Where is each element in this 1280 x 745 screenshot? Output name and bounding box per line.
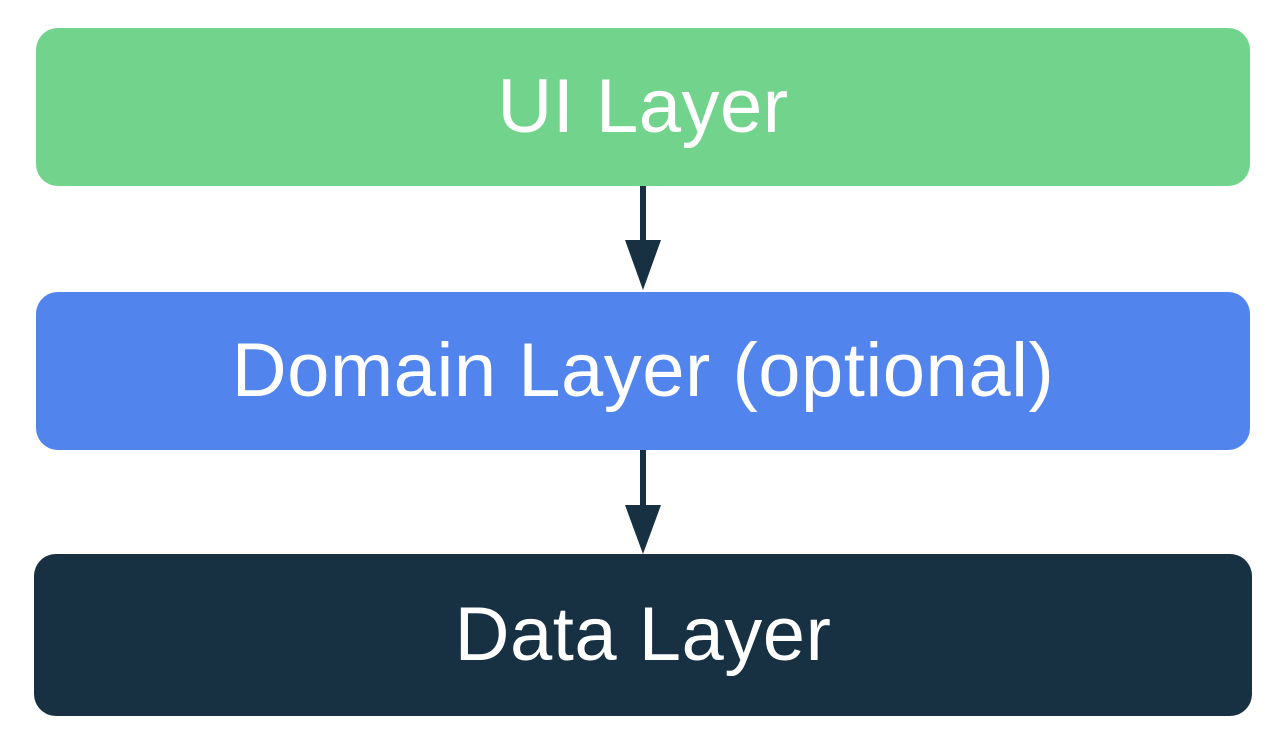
domain-layer-label: Domain Layer (optional) <box>231 328 1055 413</box>
arrow-ui-to-domain <box>625 186 661 290</box>
ui-layer-label: UI Layer <box>497 64 789 149</box>
arrow-domain-to-data <box>625 450 661 554</box>
data-layer-box: Data Layer <box>34 554 1252 716</box>
data-layer-label: Data Layer <box>454 592 832 677</box>
domain-layer-box: Domain Layer (optional) <box>36 292 1250 450</box>
ui-layer-box: UI Layer <box>36 28 1250 186</box>
